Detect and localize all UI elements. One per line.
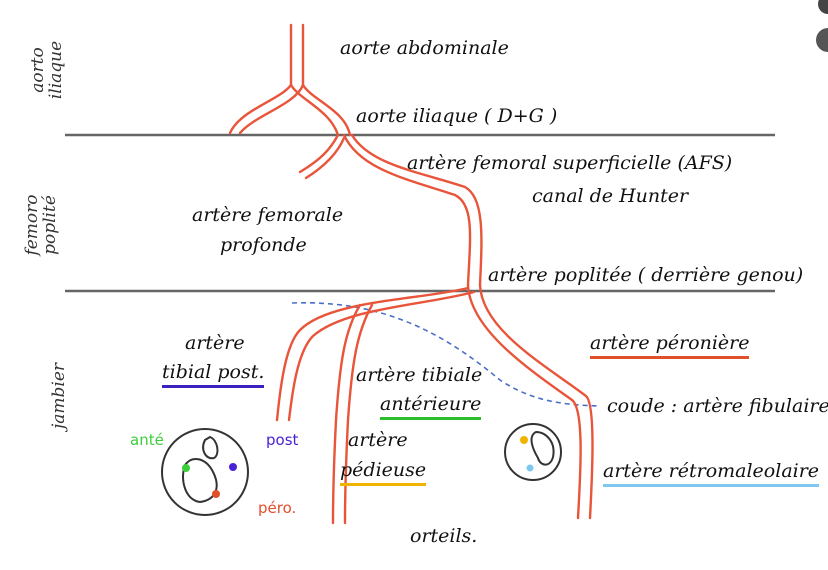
inner-shape-right [530, 430, 555, 466]
blue-dot [526, 464, 534, 472]
label-tibiale-ant-1: artère tibiale [356, 364, 483, 386]
fibula-shape [202, 435, 219, 460]
cross-section-left [161, 428, 249, 516]
tibial-post-branch [275, 286, 476, 422]
cross-section-left-outline [161, 428, 249, 516]
iliac-right [289, 83, 352, 137]
label-coude: coude : artère fibulaire [607, 395, 828, 417]
label-tibiale-ant-2: antérieure [380, 394, 482, 420]
label-tibial-post-2: tibial post. [162, 362, 265, 388]
label-aorte-abdominale: aorte abdominale [340, 37, 509, 59]
label-poplitee: artère poplitée ( derrière genou) [488, 264, 804, 286]
yellow-dot [520, 436, 528, 444]
pero-dot [212, 490, 220, 498]
post-dot [229, 463, 237, 471]
iliac-left [228, 83, 305, 135]
arteries [228, 23, 594, 525]
label-peroniere: artère péronière [590, 333, 750, 359]
label-pedieuse-2: pédieuse [340, 460, 427, 486]
label-afs: artère femoral superficielle (AFS) [407, 152, 733, 174]
femorale-profonde [298, 133, 346, 180]
label-post: post [266, 431, 299, 449]
label-tibial-post-1: artère [185, 332, 245, 354]
label-femorale-profonde-2: profonde [220, 234, 307, 256]
ante-dot [182, 464, 190, 472]
label-canal-hunter: canal de Hunter [532, 185, 689, 207]
region-label-aorto: aorto iliaque [28, 40, 66, 100]
tibiale-ant-branch [331, 303, 374, 525]
label-femorale-profonde-1: artère femorale [192, 204, 344, 226]
cross-section-right [504, 423, 562, 481]
region-label-jambier: jambier [49, 362, 69, 430]
region-label-femoro: femoro poplité [22, 194, 60, 256]
cross-section-right-outline [504, 423, 562, 481]
label-pedieuse-1: artère [348, 429, 408, 451]
corner-icon-pencil [816, 28, 828, 52]
peroniere-branch [466, 283, 594, 520]
label-aorte-iliaque: aorte iliaque ( D+G ) [356, 105, 558, 127]
corner-icon-top [818, 0, 828, 14]
label-pero: péro. [258, 499, 297, 517]
label-ante: anté [130, 431, 164, 449]
aorta-abdominale [289, 23, 305, 87]
afs [342, 133, 483, 287]
label-retromaleolaire: artère rétromaleolaire [603, 461, 820, 487]
label-orteils: orteils. [410, 525, 478, 547]
